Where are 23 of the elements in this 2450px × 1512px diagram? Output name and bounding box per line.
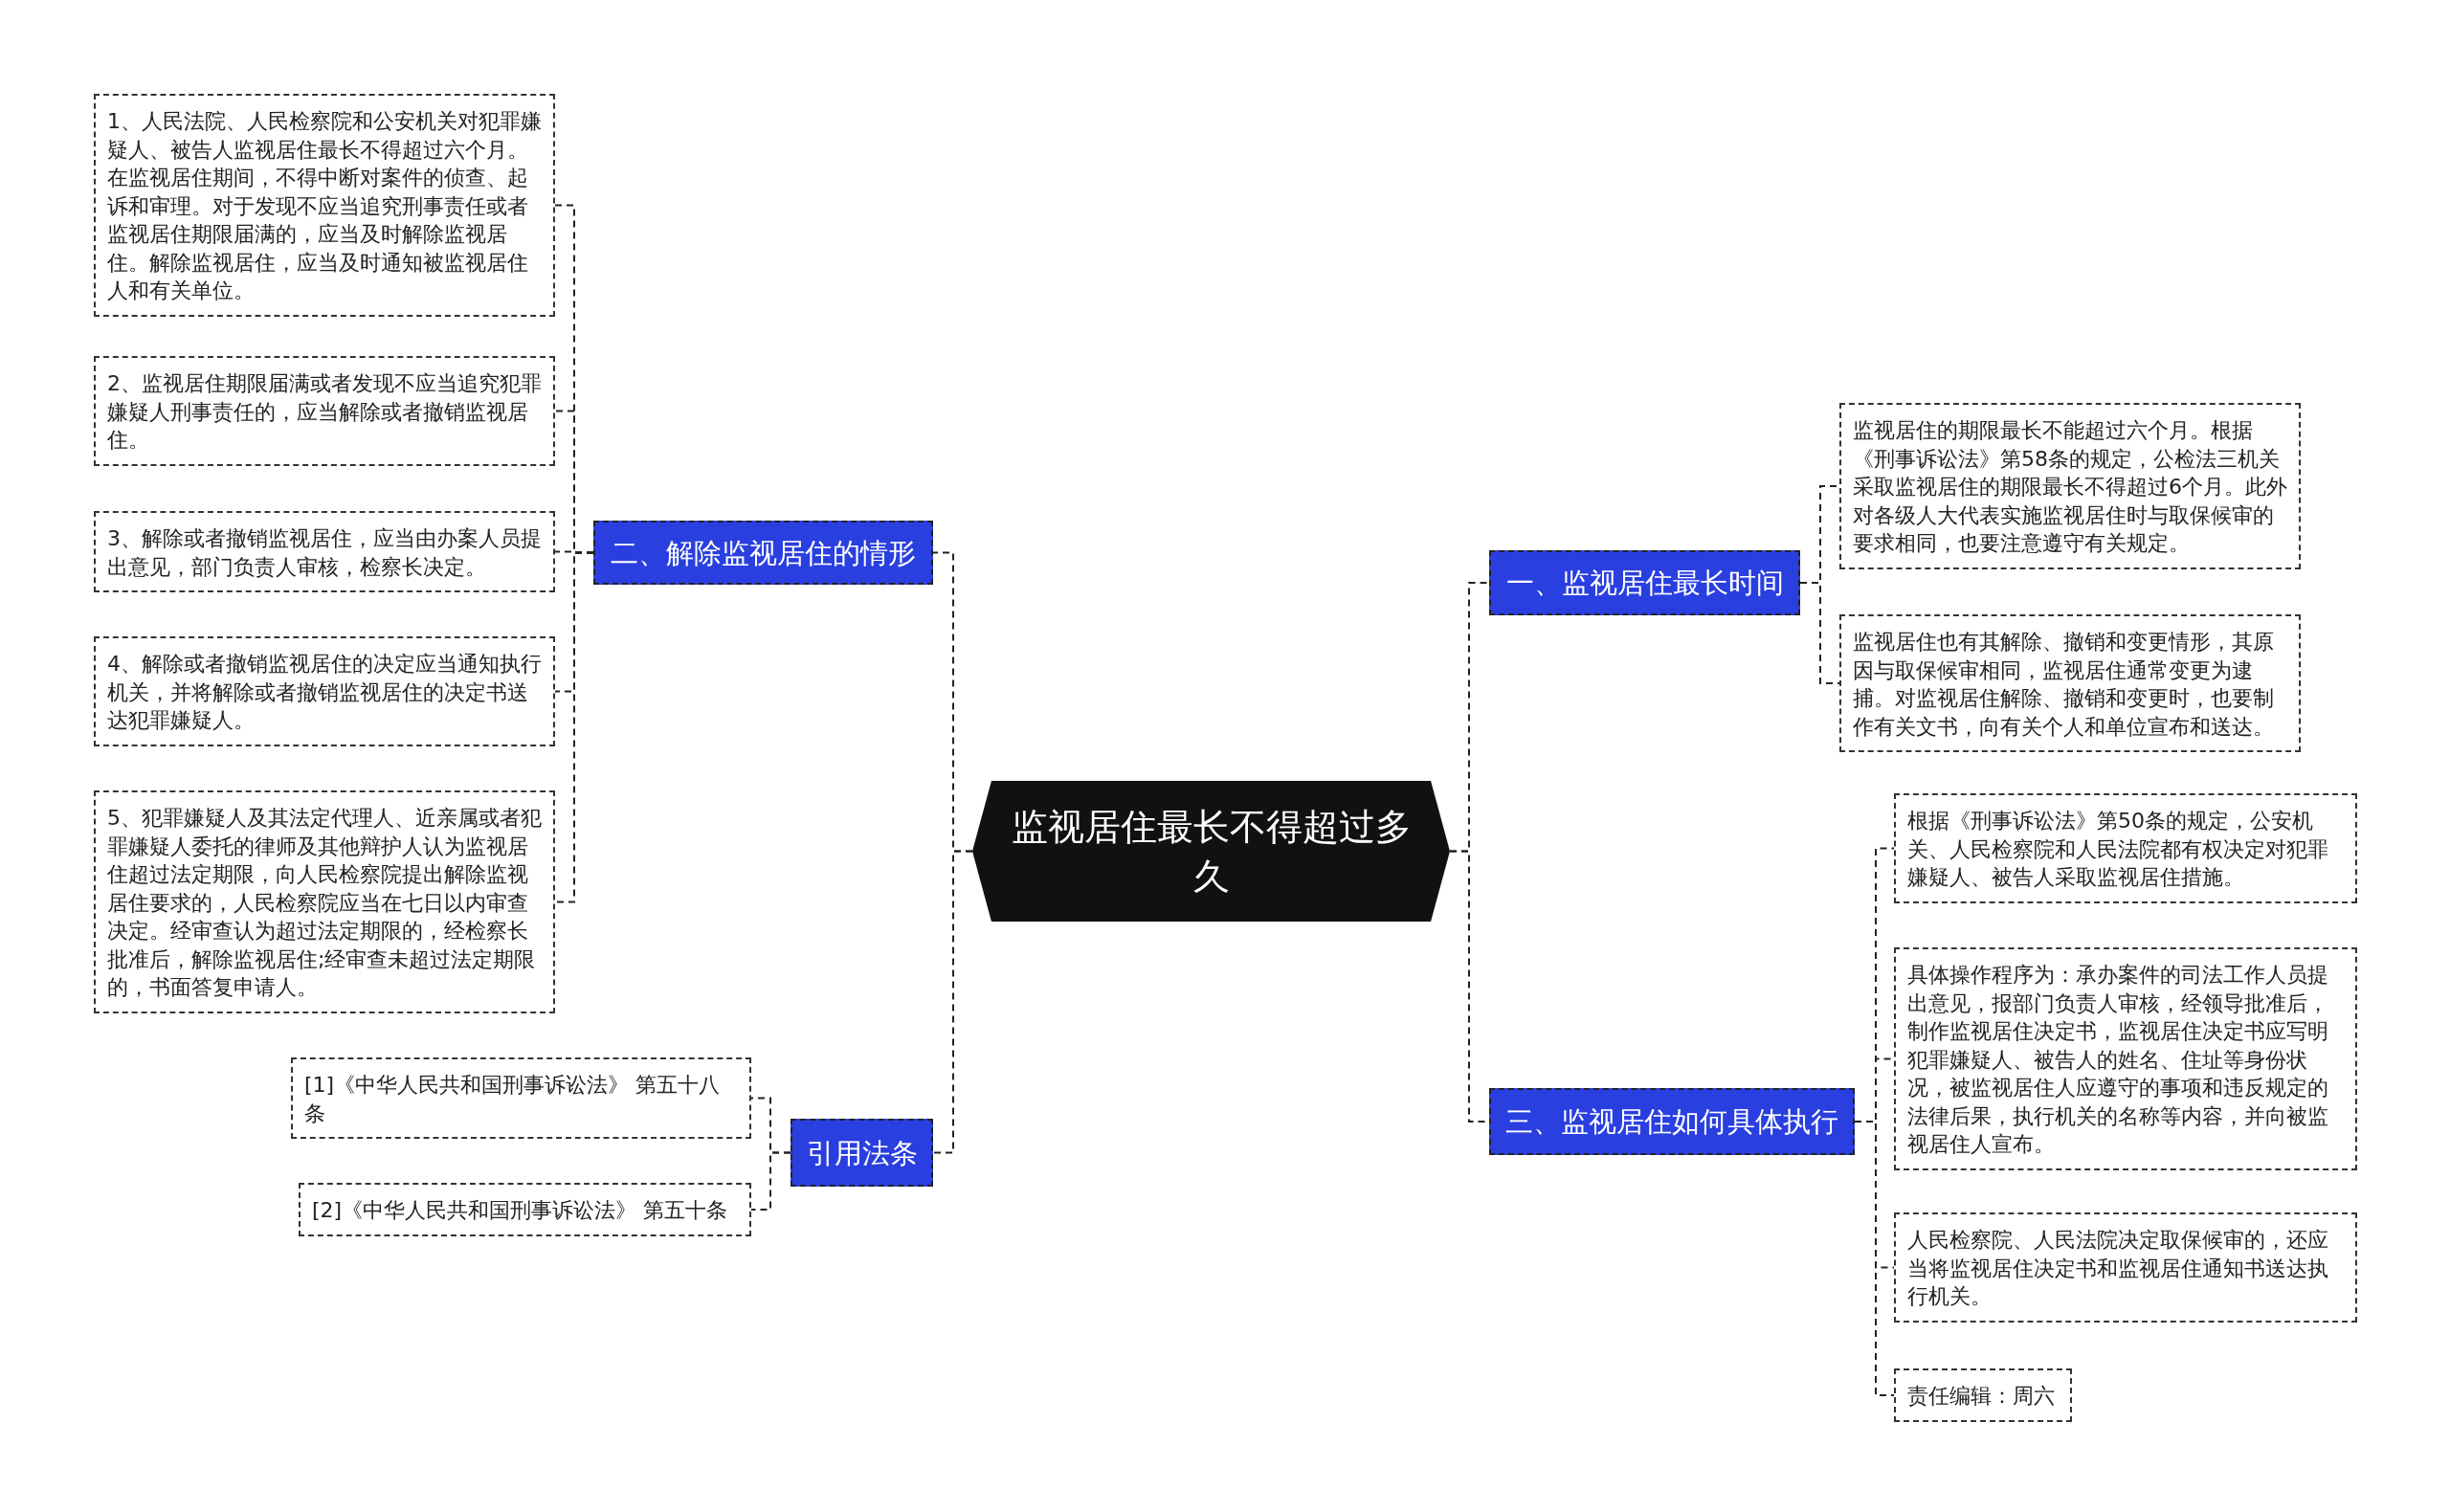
connector-line — [554, 551, 594, 903]
note-box: 1、人民法院、人民检察院和公安机关对犯罪嫌疑人、被告人监视居住最长不得超过六个月。在监视居住期间，不得中断对案件的侦查、起诉和审理。对于发现不应当追究刑事责任或者监视居住期限届满的，应当及时解除监视居住。解除监视居住，应当及时通知被监视居住人和有关单位。 — [94, 94, 555, 317]
note-box: 监视居住的期限最长不能超过六个月。根据《刑事诉讼法》第58条的规定，公检法三机关采取监视居住的期限最长不得超过6个月。此外对各级人大代表实施监视居住时与取保候审的要求相同，也要注意遵守有关规定。 — [1839, 403, 2301, 569]
branch-topic-box: 引用法条 — [791, 1119, 933, 1187]
note-box: 2、监视居住期限届满或者发现不应当追究犯罪嫌疑人刑事责任的，应当解除或者撤销监视居住。 — [94, 356, 555, 466]
branch-topic-box: 三、监视居住如何具体执行 — [1489, 1088, 1855, 1155]
connector-line — [1799, 582, 1840, 684]
note-box: 责任编辑：周六 — [1894, 1368, 2072, 1422]
branch-topic-box: 一、监视居住最长时间 — [1489, 550, 1800, 615]
note-box: 人民检察院、人民法院决定取保候审的，还应当将监视居住决定书和监视居住通知书送达执行机关。 — [1894, 1212, 2357, 1323]
connector-line — [1854, 1121, 1895, 1396]
note-box: [1]《中华人民共和国刑事诉讼法》 第五十八条 — [291, 1057, 751, 1139]
note-box: 监视居住也有其解除、撤销和变更情形，其原因与取保候审相同，监视居住通常变更为逮捕。对监视居住解除、撤销和变更时，也要制作有关文书，向有关个人和单位宣布和送达。 — [1839, 614, 2301, 752]
note-box: 根据《刑事诉讼法》第50条的规定，公安机关、人民检察院和人民法院都有权决定对犯罪嫌疑人、被告人采取监视居住措施。 — [1894, 793, 2357, 903]
connector-line — [932, 850, 973, 1154]
branch-topic-box: 二、解除监视居住的情形 — [593, 521, 933, 585]
note-box: 具体操作程序为：承办案件的司法工作人员提出意见，报部门负责人审核，经领导批准后，制作监视居住决定书，监视居住决定书应写明犯罪嫌疑人、被告人的姓名、住址等身份状况，被监视居住人应遵守的事项和违反规定的法律后果，执行机关的名称等内容，并向被监视居住人宣布。 — [1894, 947, 2357, 1170]
connector-line — [750, 1151, 791, 1211]
note-box: 5、犯罪嫌疑人及其法定代理人、近亲属或者犯罪嫌疑人委托的律师及其他辩护人认为监视居住超过法定期限，向人民检察院提出解除监视居住要求的，人民检察院应当在七日以内审查决定。经审查认为超过法定期限的，经检察长批准后，解除监视居住;经审查未超过法定期限的，书面答复申请人。 — [94, 790, 555, 1013]
note-box: [2]《中华人民共和国刑事诉讼法》 第五十条 — [299, 1183, 751, 1236]
note-box: 4、解除或者撤销监视居住的决定应当通知执行机关，并将解除或者撤销监视居住的决定书送达犯罪嫌疑人。 — [94, 636, 555, 746]
note-box: 3、解除或者撤销监视居住，应当由办案人员提出意见，部门负责人审核，检察长决定。 — [94, 511, 555, 592]
central-topic-box: 监视居住最长不得超过多久 — [972, 781, 1450, 922]
